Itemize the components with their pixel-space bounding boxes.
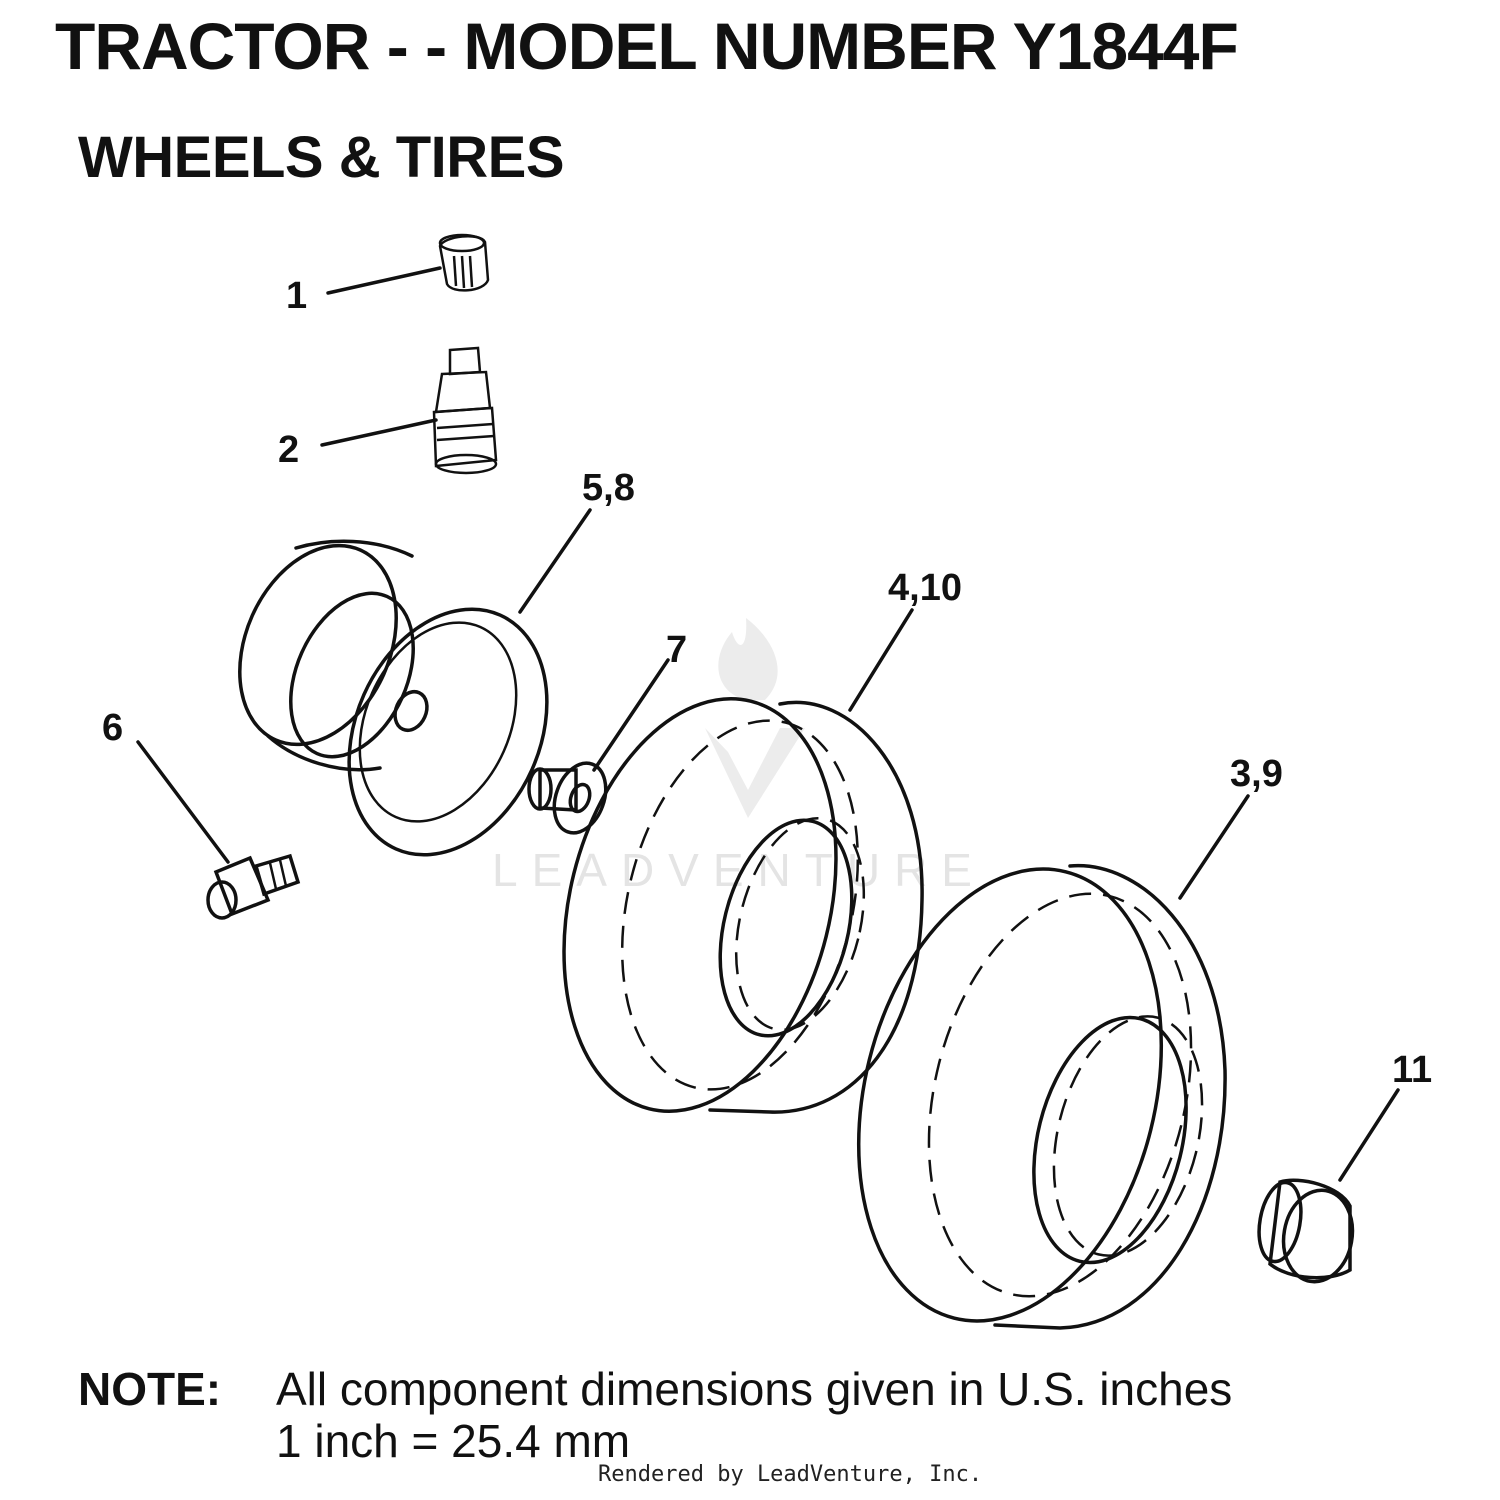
callout-6-leader xyxy=(136,740,230,864)
bushing-part xyxy=(527,761,608,835)
note-conversion-text: 1 inch = 25.4 mm xyxy=(276,1415,631,1467)
callout-11-leader xyxy=(1338,1088,1400,1182)
grease-fitting-part xyxy=(206,853,301,920)
callout-6-label: 6 xyxy=(102,707,123,749)
callout-58-leader xyxy=(518,508,592,614)
tube-cap-part xyxy=(1257,1178,1355,1284)
section-subtitle: WHEELS & TIRES xyxy=(78,125,565,190)
callout-7-label: 7 xyxy=(666,629,687,671)
callout-11-label: 11 xyxy=(1392,1049,1432,1091)
watermark-v-logo-icon xyxy=(705,728,805,818)
rendered-by-credit: Rendered by LeadVenture, Inc. xyxy=(598,1462,983,1487)
callout-1-label: 1 xyxy=(286,275,307,317)
tire-3-9-part xyxy=(856,863,1227,1330)
page-title: TRACTOR - - MODEL NUMBER Y1844F xyxy=(55,9,1239,83)
wheel-rim-part xyxy=(238,539,549,857)
callout-1-leader xyxy=(326,266,442,295)
watermark-text: LEADVENTURE xyxy=(492,844,986,896)
note-dimensions-text: All component dimensions given in U.S. i… xyxy=(276,1363,1233,1415)
callout-7-leader xyxy=(592,658,670,772)
callout-39-leader xyxy=(1178,794,1250,900)
watermark-flame-icon xyxy=(718,618,778,700)
valve-cap-part xyxy=(438,233,490,292)
callout-2-label: 2 xyxy=(278,429,299,471)
callout-410-label: 4,10 xyxy=(888,567,962,609)
valve-stem-part xyxy=(432,346,498,475)
callout-410-leader xyxy=(848,608,914,712)
callout-58-label: 5,8 xyxy=(582,467,635,509)
callout-39-label: 3,9 xyxy=(1230,753,1283,795)
note-label: NOTE: xyxy=(78,1363,222,1415)
watermark: LEADVENTURE xyxy=(492,618,986,896)
callout-2-leader xyxy=(320,418,438,447)
tire-4-10-part xyxy=(562,697,924,1114)
